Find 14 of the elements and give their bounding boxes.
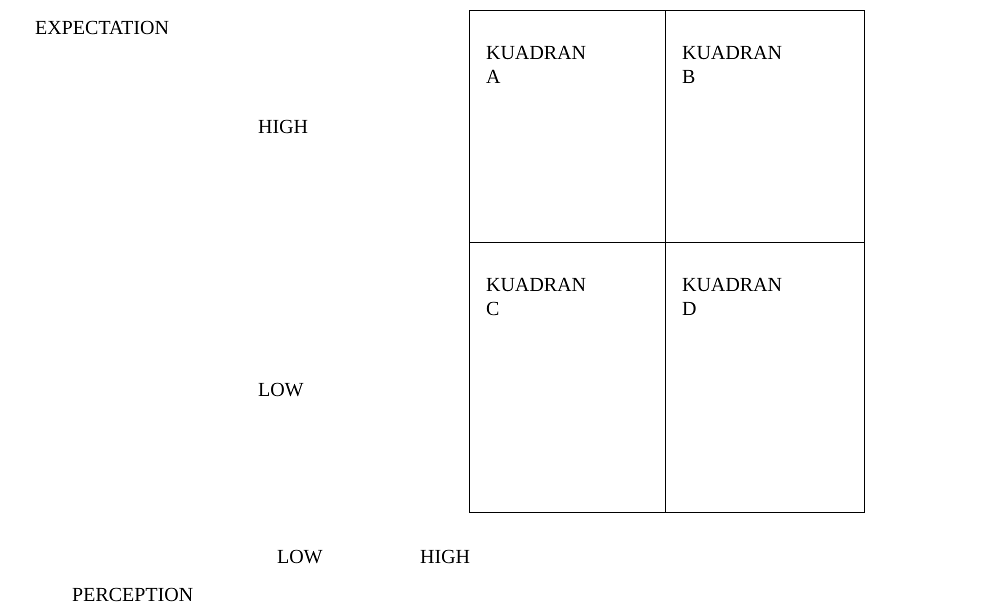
axis-title: PERCEPTION (72, 583, 194, 607)
quadrant-box (469, 10, 666, 243)
quadrant-label: KUADRAN B (682, 41, 782, 89)
axis-level-label: HIGH (258, 115, 308, 139)
axis-level-label: HIGH (420, 545, 470, 569)
quadrant-label: KUADRAN A (486, 41, 586, 89)
quadrant-label: KUADRAN C (486, 273, 586, 321)
quadrant-box (469, 242, 666, 513)
quadrant-box (665, 10, 865, 243)
quadrant-label: KUADRAN D (682, 273, 782, 321)
axis-title: EXPECTATION (35, 16, 169, 40)
axis-level-label: LOW (277, 545, 323, 569)
quadrant-box (665, 242, 865, 513)
axis-level-label: LOW (258, 378, 304, 402)
